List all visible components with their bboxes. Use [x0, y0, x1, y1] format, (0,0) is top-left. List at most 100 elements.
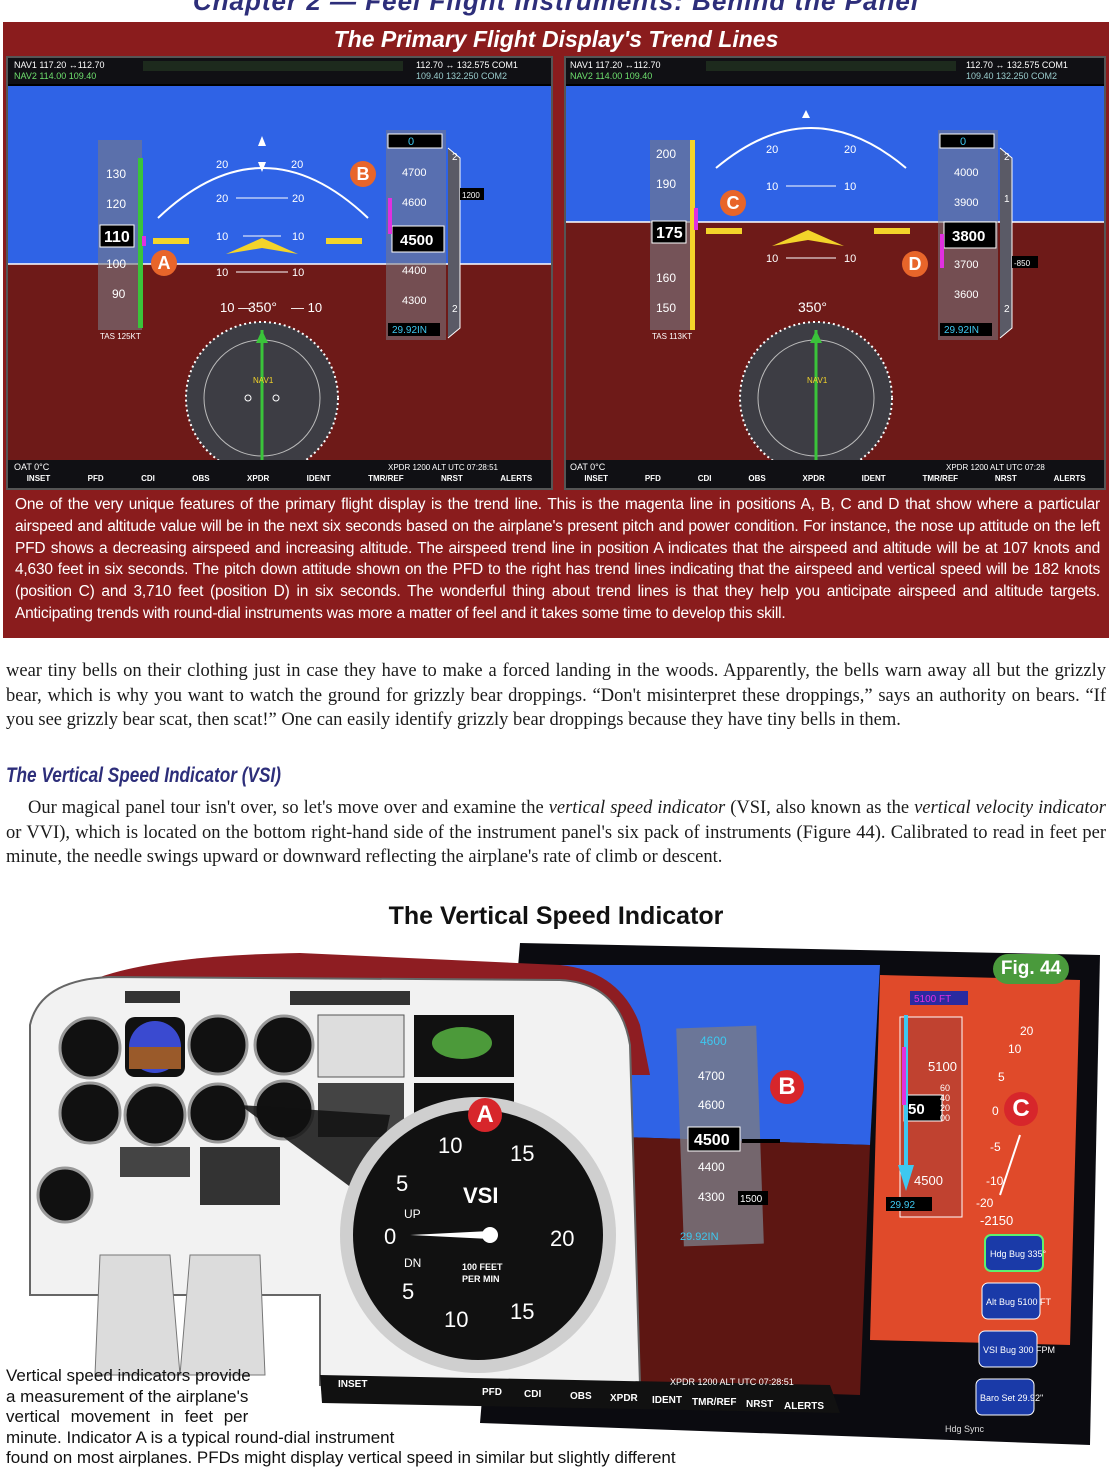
com1-freq: 112.70 ↔ 132.575 COM1: [416, 60, 518, 70]
heading-readout: 10 —: [220, 300, 251, 315]
aircraft-symbol: [226, 238, 298, 254]
svg-text:TAS 125KT: TAS 125KT: [100, 332, 141, 341]
svg-text:XPDR 1200 ALT UTC 07:28: XPDR 1200 ALT UTC 07:28: [946, 463, 1045, 472]
vsi-bug-button[interactable]: [978, 1330, 1038, 1368]
svg-text:UP: UP: [404, 1207, 421, 1221]
panel-caption: One of the very unique features of the p…: [15, 496, 1100, 622]
com2-freq: 109.40 132.250 COM2: [416, 71, 507, 81]
section-heading: The Vertical Speed Indicator (VSI): [6, 764, 281, 787]
left-pfd-graphic: NAV1 117.20 ↔112.70 NAV2 114.00 109.40 1…: [8, 58, 551, 488]
svg-text:10: 10: [216, 267, 228, 279]
svg-text:NRST: NRST: [746, 1399, 773, 1410]
svg-text:Baro Set 29.92": Baro Set 29.92": [980, 1393, 1043, 1403]
svg-text:4700: 4700: [698, 1069, 725, 1083]
svg-text:10: 10: [292, 267, 304, 279]
svg-text:2: 2: [1004, 152, 1010, 163]
figure-title: The Vertical Speed Indicator: [388, 902, 724, 930]
softkey[interactable]: XPDR: [247, 474, 270, 483]
svg-text:XPDR 1200 ALT UTC 07:28:51: XPDR 1200 ALT UTC 07:28:51: [670, 1377, 794, 1387]
softkey[interactable]: ALERTS: [1053, 474, 1086, 483]
svg-text:4300: 4300: [402, 295, 426, 307]
softkey[interactable]: XPDR: [802, 474, 825, 483]
svg-text:XPDR: XPDR: [610, 1393, 639, 1404]
softkey[interactable]: OBS: [192, 474, 210, 483]
hdg-bug-button[interactable]: [984, 1234, 1044, 1272]
caption-line: Vertical speed indicators provide: [6, 1366, 251, 1385]
softkey[interactable]: NRST: [441, 474, 463, 483]
airspeed-tape: 130 120 100 90 110 TAS 125KT: [98, 140, 146, 341]
svg-text:10: 10: [1008, 1042, 1022, 1056]
current-altitude: 4500: [400, 232, 433, 249]
svg-text:0: 0: [384, 1224, 396, 1249]
svg-text:-2150: -2150: [980, 1213, 1013, 1228]
svg-text:XPDR 1200 ALT UTC 07:28:51: XPDR 1200 ALT UTC 07:28:51: [388, 463, 499, 472]
alt-bug-button[interactable]: [981, 1282, 1041, 1320]
svg-text:100: 100: [106, 257, 126, 271]
svg-text:-10: -10: [986, 1174, 1004, 1188]
panel-title: The Primary Flight Display's Trend Lines: [333, 26, 779, 52]
svg-text:2: 2: [452, 152, 458, 163]
svg-text:350°: 350°: [248, 299, 277, 315]
svg-text:20: 20: [292, 193, 304, 205]
softkey[interactable]: INSET: [26, 474, 51, 483]
svg-text:20: 20: [1020, 1024, 1034, 1038]
svg-text:4500: 4500: [694, 1132, 730, 1149]
vsi-needle: [410, 1231, 490, 1239]
sky: [8, 86, 551, 264]
svg-text:4600: 4600: [402, 197, 426, 209]
svg-text:ALERTS: ALERTS: [784, 1401, 824, 1412]
svg-text:NAV1: NAV1: [807, 376, 828, 385]
svg-text:10: 10: [844, 181, 856, 193]
svg-text:10: 10: [766, 181, 778, 193]
svg-text:PFD: PFD: [482, 1387, 502, 1398]
softkey[interactable]: IDENT: [861, 474, 886, 483]
svg-text:3700: 3700: [954, 259, 978, 271]
caption-line: a measurement of the airplane's: [6, 1386, 249, 1406]
svg-text:112.70 ↔ 132.575 COM1: 112.70 ↔ 132.575 COM1: [966, 60, 1068, 70]
softkey[interactable]: ALERTS: [500, 474, 533, 483]
chapter-header: Chapter 2 — Feel Flight Instruments: Beh…: [192, 0, 920, 16]
svg-text:0: 0: [960, 136, 966, 148]
svg-text:5: 5: [402, 1279, 414, 1304]
term-vsi: vertical speed indicator: [548, 798, 726, 818]
svg-text:2: 2: [452, 304, 458, 315]
svg-text:5100: 5100: [928, 1059, 957, 1074]
svg-text:20: 20: [216, 193, 228, 205]
softkey[interactable]: CDI: [697, 474, 712, 483]
svg-text:4400: 4400: [698, 1160, 725, 1174]
svg-text:1: 1: [1004, 194, 1010, 205]
baro-set-button[interactable]: [975, 1378, 1035, 1416]
svg-text:5: 5: [396, 1171, 408, 1196]
figure-badge: Fig. 44: [993, 954, 1069, 984]
softkey[interactable]: PFD: [644, 474, 661, 483]
softkey[interactable]: TMR/REF: [922, 474, 959, 483]
svg-text:109.40 132.250 COM2: 109.40 132.250 COM2: [966, 71, 1057, 81]
svg-text:VSI: VSI: [463, 1183, 498, 1208]
softkey[interactable]: OBS: [748, 474, 766, 483]
svg-text:5100 FT: 5100 FT: [914, 994, 951, 1005]
softkey[interactable]: NRST: [994, 474, 1017, 483]
svg-text:-20: -20: [976, 1196, 994, 1210]
svg-text:1200: 1200: [462, 191, 480, 200]
trend-line-panel: The Primary Flight Display's Trend Lines…: [3, 22, 1109, 638]
softkey[interactable]: PFD: [87, 474, 104, 483]
softkey[interactable]: IDENT: [306, 474, 331, 483]
svg-text:0: 0: [408, 136, 414, 148]
svg-text:175: 175: [656, 225, 683, 242]
svg-text:20: 20: [216, 159, 228, 171]
svg-text:120: 120: [106, 197, 126, 211]
marker-d: D: [902, 251, 928, 277]
softkey[interactable]: INSET: [584, 474, 608, 483]
svg-text:IDENT: IDENT: [652, 1395, 682, 1406]
softkey[interactable]: CDI: [141, 474, 155, 483]
svg-text:160: 160: [656, 271, 676, 285]
svg-text:OBS: OBS: [570, 1391, 592, 1402]
svg-text:NAV1: NAV1: [253, 376, 274, 385]
svg-text:TAS 113KT: TAS 113KT: [652, 332, 692, 341]
svg-text:PER MIN: PER MIN: [462, 1274, 500, 1284]
svg-text:190: 190: [656, 177, 676, 191]
softkey[interactable]: TMR/REF: [368, 474, 404, 483]
svg-text:5: 5: [998, 1070, 1005, 1084]
svg-text:3900: 3900: [954, 197, 978, 209]
marker-b: B: [350, 161, 376, 187]
